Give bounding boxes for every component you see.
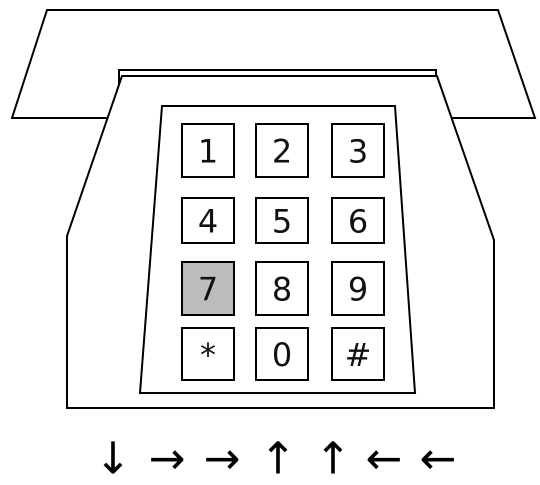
arrow-right-icon: → [149,434,186,485]
arrow-sequence: ↓ → → ↑ ↑ ← ← [95,434,457,485]
key-label: 3 [348,133,368,171]
key-box [181,327,235,381]
key-label: 0 [272,336,292,374]
key-box [255,327,309,381]
key-box [181,123,235,178]
key-box [331,123,385,178]
key-label: 9 [348,271,368,309]
key-2[interactable]: 2 [255,123,309,178]
key-box [331,261,385,316]
key-box [255,123,309,178]
key-label: # [345,336,372,374]
arrow-down-icon: ↓ [95,434,132,485]
key-box [181,197,235,244]
handset-outline [10,9,537,119]
key-label: 4 [198,203,218,241]
key-5[interactable]: 5 [255,197,309,244]
key-label: 2 [272,133,292,171]
key-label: 5 [272,203,292,241]
key-label: 6 [348,203,368,241]
key-6[interactable]: 6 [331,197,385,244]
key-8[interactable]: 8 [255,261,309,316]
key-label: 7 [198,271,218,309]
key-4[interactable]: 4 [181,197,235,244]
key-label: 1 [198,133,218,171]
key-0[interactable]: 0 [255,327,309,381]
key-box [181,261,235,316]
arrow-left-icon: ← [366,434,403,485]
key-box [255,197,309,244]
key-7[interactable]: 7 [181,261,235,316]
key-3[interactable]: 3 [331,123,385,178]
key-label: 8 [272,271,292,309]
arrow-right-icon: → [204,434,241,485]
key-box [331,197,385,244]
key-1[interactable]: 1 [181,123,235,178]
key-box [255,261,309,316]
key-hash[interactable]: # [331,327,385,381]
key-9[interactable]: 9 [331,261,385,316]
arrow-left-icon: ← [420,434,457,485]
key-box [331,327,385,381]
key-star[interactable]: * [181,327,235,381]
arrow-up-icon: ↑ [260,434,297,485]
key-label: * [200,336,216,374]
keypad: 1 2 3 4 5 6 7 8 9 * 0 # [181,123,385,381]
arrow-up-icon: ↑ [315,434,352,485]
